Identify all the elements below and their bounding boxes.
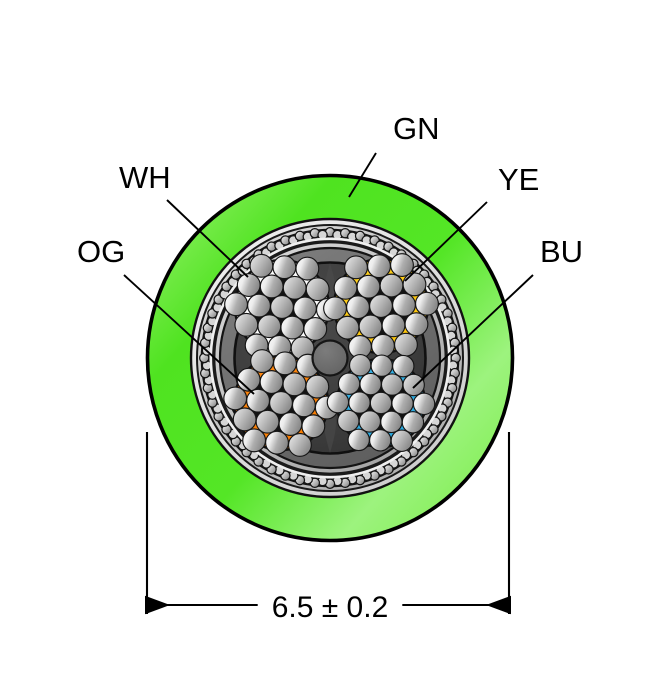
callout-gn-leader — [348, 152, 377, 198]
conductor-og — [223, 349, 339, 457]
conductor-strand — [236, 367, 261, 392]
conductor-strand — [335, 315, 360, 340]
conductor-strand — [337, 372, 361, 395]
conductor-strand — [295, 256, 320, 281]
conductor-strand — [404, 312, 429, 337]
conductor-strand — [356, 274, 381, 299]
conductor-strand — [346, 295, 370, 320]
conductor-strand — [392, 354, 415, 378]
conductor-strand — [347, 428, 370, 452]
conductor-strand — [391, 392, 414, 415]
conductor-strand — [333, 275, 358, 300]
callout-bu-label: BU — [540, 234, 583, 269]
conductor-strand — [348, 391, 371, 414]
conductor-strand — [234, 312, 259, 337]
callout-labels: GN YE BU WH OG — [77, 111, 583, 269]
conductor-group — [223, 253, 439, 457]
conductor-bu — [326, 354, 436, 452]
conductor-strand — [390, 253, 414, 278]
conductor-ye — [323, 253, 439, 359]
callout-og-label: OG — [77, 234, 125, 269]
conductor-strand — [326, 390, 350, 414]
conductor-strand — [224, 292, 249, 317]
conductor-strand — [323, 296, 348, 321]
callout-gn-label: GN — [393, 111, 440, 146]
conductor-strand — [303, 316, 328, 341]
conductor-strand — [259, 274, 284, 299]
conductor-strand — [394, 332, 418, 357]
conductor-strand — [255, 409, 280, 434]
conductor-strand — [272, 255, 297, 280]
conductor-strand — [273, 351, 297, 376]
conductor-strand — [392, 292, 416, 317]
conductor-strand — [412, 392, 436, 416]
conductor-strand — [236, 273, 261, 298]
conductor-strand — [348, 354, 372, 377]
callout-og-leader — [123, 274, 255, 395]
conductor-strand — [257, 314, 282, 339]
conductor-strand — [380, 410, 403, 434]
callout-wh-leader — [166, 199, 249, 278]
conductor-strand — [371, 333, 395, 358]
conductor-strand — [223, 386, 248, 411]
conductor-strand — [337, 409, 360, 433]
callout-ye-leader — [404, 201, 488, 282]
conductor-strand — [282, 275, 307, 300]
conductor-strand — [250, 349, 275, 374]
conductor-strand — [367, 254, 391, 279]
braid-shield-inner-edge — [209, 237, 451, 479]
conductor-strand — [278, 412, 303, 436]
conductor-strand — [390, 429, 414, 452]
callout-ye-label: YE — [498, 162, 539, 197]
conductor-strand — [358, 314, 383, 339]
conductor-strand — [369, 391, 393, 415]
conductor-strand — [293, 296, 317, 321]
conductor-strand — [379, 273, 404, 298]
conductor-strand — [344, 255, 368, 280]
conductor-strand — [358, 410, 382, 433]
conductor-strand — [242, 428, 267, 453]
braid-shield-inner-outline — [212, 240, 448, 476]
conductor-strand — [270, 295, 294, 319]
conductor-strand — [265, 430, 289, 455]
conductor-strand — [247, 293, 271, 318]
dimension-group: 6.5 ± 0.2 — [144, 432, 512, 624]
conductor-strand — [232, 407, 257, 432]
center-filler — [311, 339, 349, 377]
conductor-strand — [291, 393, 316, 418]
callout-leader-lines — [123, 152, 534, 395]
conductor-strand — [301, 414, 326, 439]
conductor-strand — [305, 277, 330, 302]
conductor-strand — [414, 291, 439, 316]
conductor-strand — [402, 373, 425, 397]
conductor-strand — [402, 272, 427, 297]
callout-bu-leader — [412, 274, 534, 389]
conductor-strand — [259, 370, 284, 394]
conductor-strand — [369, 429, 392, 452]
conductor-strand — [249, 253, 274, 278]
conductor-strand — [381, 313, 406, 338]
conductor-strand — [359, 372, 382, 396]
conductor-strand — [269, 391, 293, 415]
dimension-value-label: 6.5 ± 0.2 — [272, 591, 389, 624]
conductor-strand — [369, 294, 393, 318]
conductor-strand — [305, 374, 330, 399]
conductor-strand — [401, 411, 425, 434]
conductor-strand — [370, 354, 393, 377]
conductor-strand — [380, 373, 404, 396]
conductor-strand — [246, 388, 271, 413]
conductor-strand — [287, 432, 312, 457]
conductor-strand — [280, 315, 305, 340]
callout-wh-label: WH — [119, 160, 171, 195]
conductor-strand — [282, 372, 307, 397]
